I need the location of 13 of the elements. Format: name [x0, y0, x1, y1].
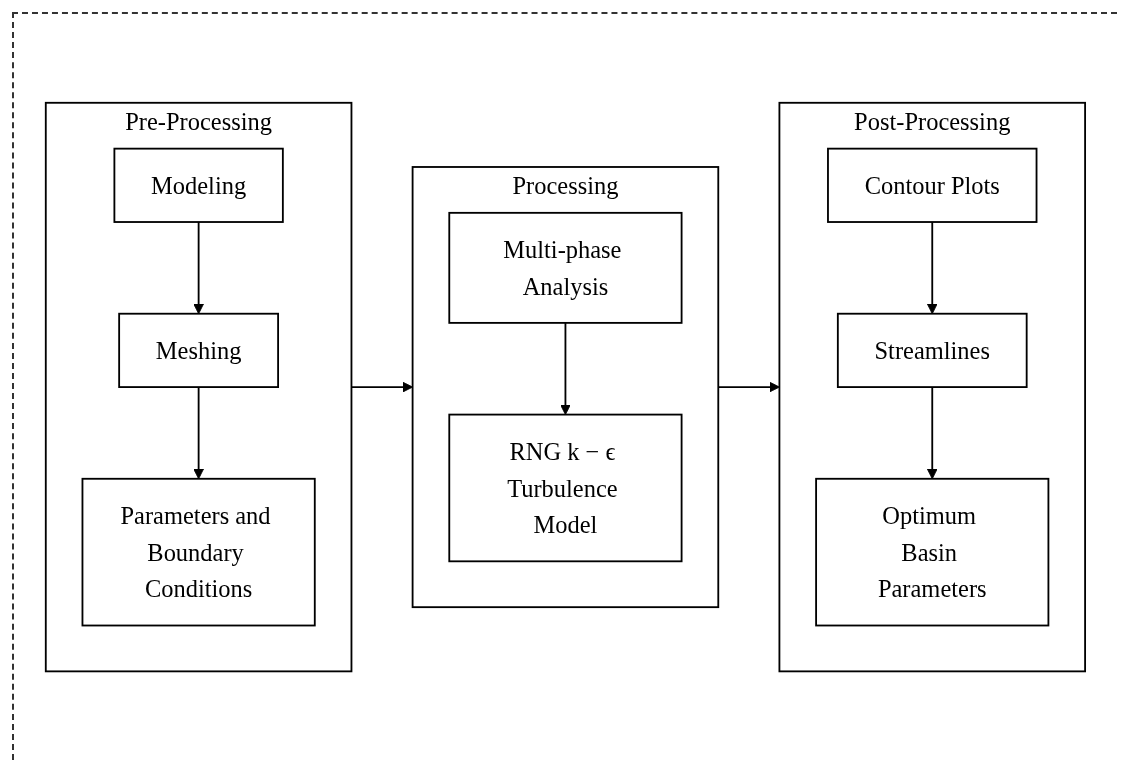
arrow: [926, 221, 938, 315]
node-box: Parameters and Boundary Conditions: [81, 477, 316, 627]
node-box: Optimum Basin Parameters: [815, 477, 1050, 627]
arrow: [193, 386, 205, 480]
arrow: [193, 221, 205, 315]
node-box: Contour Plots: [827, 147, 1038, 223]
node-box: Streamlines: [837, 312, 1028, 388]
node-box: RNG k − ϵ Turbulence Model: [448, 413, 683, 563]
arrow: [560, 321, 571, 415]
node-box: Modeling: [113, 147, 284, 223]
arrow: [926, 386, 938, 480]
node-box: Multi-phase Analysis: [448, 211, 683, 324]
node-box: Meshing: [118, 312, 280, 388]
